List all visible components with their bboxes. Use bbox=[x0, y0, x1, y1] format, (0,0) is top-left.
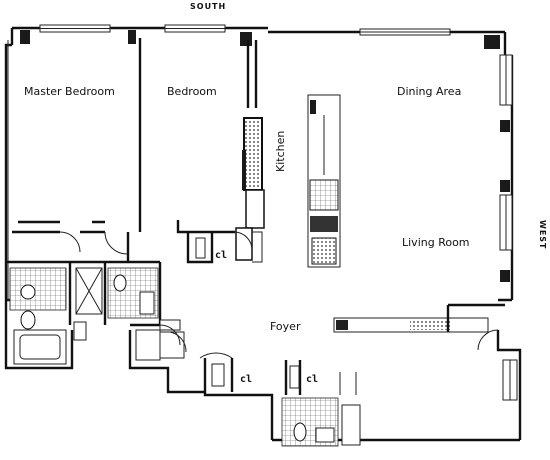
room-label-foyer: Foyer bbox=[270, 320, 301, 333]
compass-west: WEST bbox=[538, 220, 547, 250]
west-windows bbox=[499, 54, 518, 401]
bathroom-bottom bbox=[281, 372, 361, 447]
room-label-dining-area: Dining Area bbox=[397, 85, 461, 98]
closet-label: cl bbox=[306, 374, 318, 385]
foyer-closets bbox=[159, 319, 302, 395]
compass-south: SOUTH bbox=[190, 2, 226, 11]
closet-label: cl bbox=[215, 250, 227, 261]
room-label-kitchen: Kitchen bbox=[274, 131, 287, 172]
interior-walls bbox=[6, 38, 265, 327]
closet-label: cl bbox=[240, 374, 252, 385]
kitchen-island bbox=[307, 94, 341, 268]
living-room-counter bbox=[333, 303, 505, 333]
room-label-bedroom: Bedroom bbox=[167, 85, 217, 98]
bathroom-left bbox=[9, 267, 87, 365]
room-label-master-bedroom: Master Bedroom bbox=[24, 85, 115, 98]
door-swings bbox=[59, 231, 499, 351]
room-label-living-room: Living Room bbox=[402, 236, 470, 249]
bathroom-center bbox=[75, 267, 187, 361]
south-windows bbox=[20, 24, 500, 49]
